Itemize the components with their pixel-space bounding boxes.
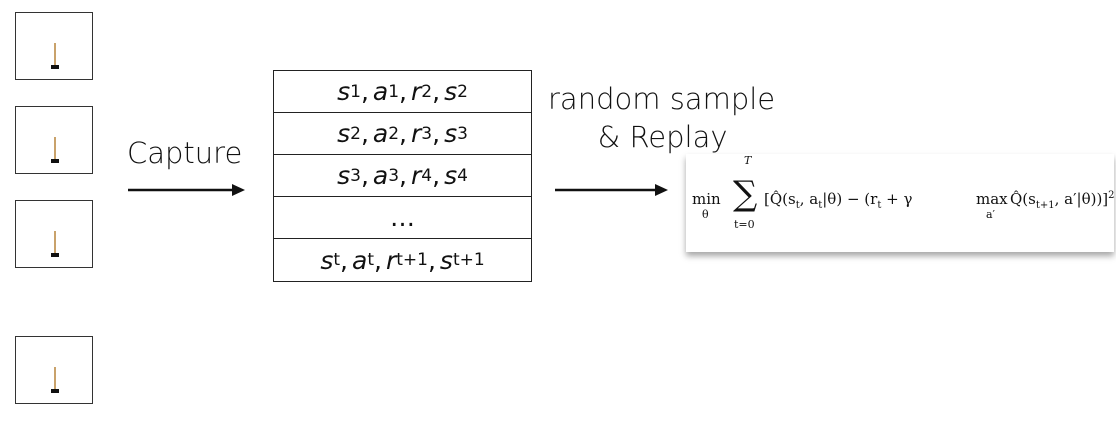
formula-min: min <box>692 190 721 208</box>
formula-sum: ∑ <box>733 174 758 214</box>
cartpole-frame-2 <box>15 106 93 174</box>
formula-sum-top: T <box>744 154 752 167</box>
formula-max-sub: a′ <box>986 208 996 221</box>
buffer-row-ellipsis: … <box>274 197 531 239</box>
capture-arrow <box>128 184 245 196</box>
cartpole-frame-1 <box>15 12 93 80</box>
cartpole-icon <box>51 231 59 257</box>
formula-min-sub: θ <box>702 208 709 221</box>
formula-body: [Q̂(st, at|θ) − (rt + γ <box>764 190 913 211</box>
cartpole-icon <box>51 367 59 393</box>
replay-label-line-2: & Replay <box>597 120 728 154</box>
replay-arrow <box>555 184 668 196</box>
formula-max: max <box>976 190 1008 208</box>
cartpole-icon <box>51 137 59 163</box>
formula-body-right: Q̂(st+1, a′|θ))]2 <box>1010 190 1115 211</box>
replay-label: random sample & Replay <box>548 80 775 156</box>
capture-label: Capture <box>127 136 243 170</box>
loss-formula-card: min θ T ∑ t=0 [Q̂(st, at|θ) − (rt + γ ma… <box>686 154 1115 252</box>
cartpole-frame-3 <box>15 200 93 268</box>
cartpole-frame-4 <box>15 336 93 404</box>
cartpole-icon <box>51 43 59 69</box>
replay-label-line-1: random sample <box>548 82 776 116</box>
formula-sum-bottom: t=0 <box>734 218 755 231</box>
loss-formula: min θ T ∑ t=0 [Q̂(st, at|θ) − (rt + γ ma… <box>692 154 1115 246</box>
